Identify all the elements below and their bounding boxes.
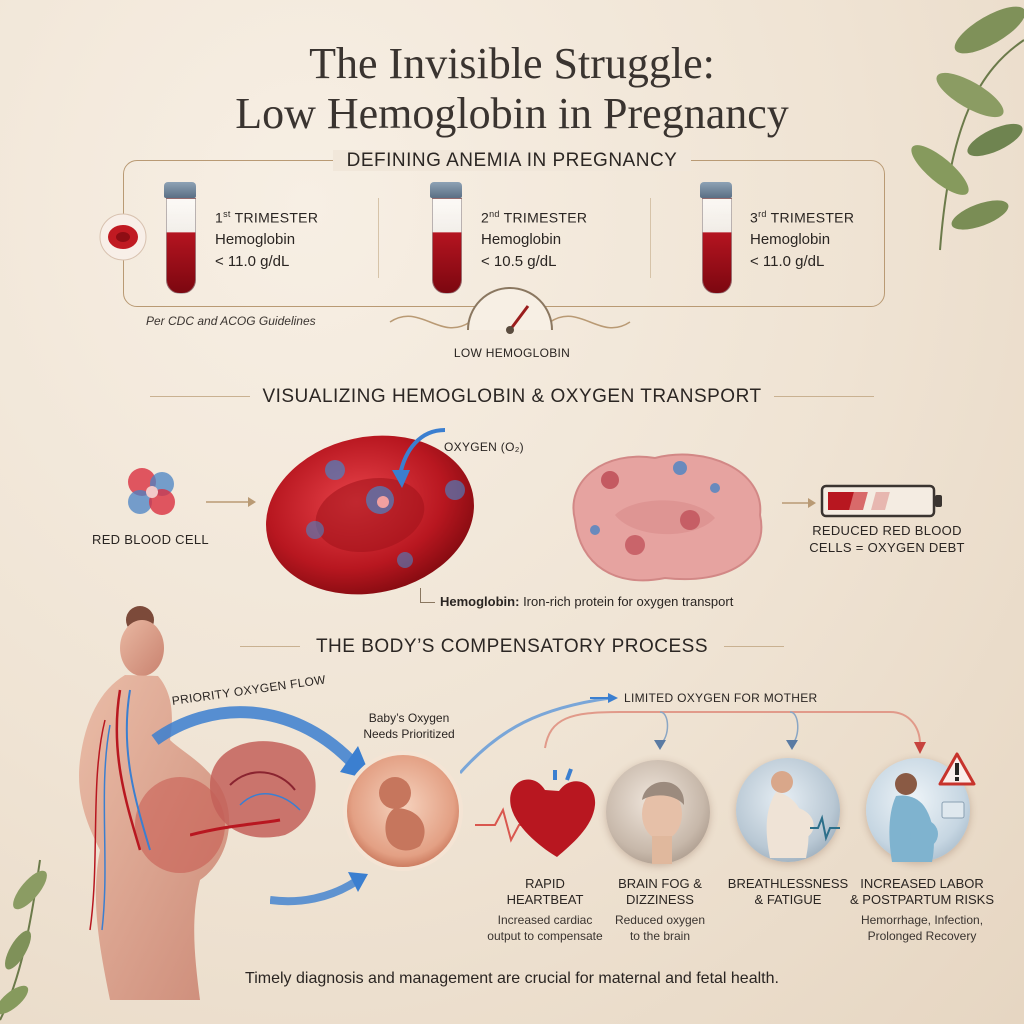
trimester-3-tube bbox=[700, 182, 732, 294]
oxygen-arrow-icon bbox=[392, 428, 446, 488]
red-blood-cell-large bbox=[266, 435, 474, 595]
leaf-icon bbox=[13, 870, 47, 910]
page-title-line2: Low Hemoglobin in Pregnancy bbox=[235, 89, 789, 138]
labor-risk-portrait bbox=[866, 758, 970, 862]
hospital-patient-icon bbox=[889, 773, 965, 862]
page-title-line1: The Invisible Struggle: bbox=[309, 39, 715, 88]
hemoglobin-molecule-icon bbox=[128, 468, 175, 515]
trimester-1-tube bbox=[164, 182, 196, 294]
battery-icon bbox=[820, 484, 942, 518]
divider bbox=[378, 198, 379, 278]
effect-labor-risk-sub: Hemorrhage, Infection, Prolonged Recover… bbox=[860, 913, 984, 943]
reduced-red-blood-cell bbox=[572, 453, 763, 582]
test-tube-icon bbox=[700, 182, 732, 198]
leaf-icon bbox=[936, 72, 1004, 118]
effect-heartbeat-title: RAPID HEARTBEAT bbox=[506, 876, 584, 907]
reduced-rbc-label: REDUCED RED BLOOD CELLS = OXYGEN DEBT bbox=[809, 523, 965, 555]
leaf-icon bbox=[967, 123, 1023, 157]
effect-labor-risk-title: INCREASED LABOR & POSTPARTUM RISKS bbox=[850, 876, 994, 907]
leaf-branch-bottom-left bbox=[0, 859, 47, 1021]
leaf-icon bbox=[911, 145, 969, 195]
hemoglobin-definition: Hemoglobin: Iron-rich protein for oxygen… bbox=[440, 594, 734, 609]
breathlessness-portrait bbox=[736, 758, 840, 862]
effect-breathlessness-title: BREATHLESSNESS & FATIGUE bbox=[727, 876, 849, 907]
effect-heartbeat-sub: Increased cardiac output to compensate bbox=[487, 913, 603, 943]
gauge-icon bbox=[389, 287, 631, 334]
warning-icon bbox=[938, 752, 976, 786]
trimester-3-text: 3rd TRIMESTER Hemoglobin < 11.0 g/dL bbox=[750, 209, 855, 270]
gauge-label: LOW HEMOGLOBIN bbox=[453, 346, 571, 360]
placenta-illustration bbox=[190, 741, 316, 838]
leaf-icon bbox=[5, 930, 31, 970]
arrow-right-icon bbox=[782, 498, 816, 508]
return-flow-arrow bbox=[270, 872, 368, 906]
baby-oxygen-label: Baby’s Oxygen Needs Prioritized bbox=[363, 711, 455, 741]
callout-line bbox=[420, 588, 435, 603]
test-tube-icon bbox=[164, 182, 196, 198]
trimester-1-text: 1st TRIMESTER Hemoglobin < 11.0 g/dL bbox=[215, 209, 319, 270]
divider bbox=[774, 396, 874, 397]
limited-oxygen-arrows bbox=[460, 693, 926, 774]
section2-heading: VISUALIZING HEMOGLOBIN & OXYGEN TRANSPOR… bbox=[262, 386, 762, 407]
divider bbox=[240, 646, 300, 647]
brain-fog-portrait bbox=[606, 760, 710, 864]
pregnant-woman-fatigue-icon bbox=[766, 771, 840, 858]
test-tube-icon bbox=[430, 182, 462, 198]
leaf-icon bbox=[951, 200, 1009, 230]
limited-oxygen-label: LIMITED OXYGEN FOR MOTHER bbox=[624, 691, 818, 705]
trimester-2-text: 2nd TRIMESTER Hemoglobin < 10.5 g/dL bbox=[481, 209, 588, 270]
footer-note: Timely diagnosis and management are cruc… bbox=[245, 970, 779, 987]
trimester-2-tube bbox=[430, 182, 462, 294]
effect-brain-fog-sub: Reduced oxygen to the brain bbox=[614, 913, 706, 943]
leaf-icon bbox=[954, 6, 1024, 54]
guideline-source: Per CDC and ACOG Guidelines bbox=[146, 314, 316, 328]
pregnant-woman-figure bbox=[79, 606, 230, 1000]
red-blood-cell-icon bbox=[99, 213, 147, 261]
divider bbox=[724, 646, 784, 647]
fetus-icon bbox=[343, 751, 463, 871]
woman-face-icon bbox=[642, 781, 685, 864]
leaf-icon bbox=[0, 985, 29, 1015]
effect-brain-fog-title: BRAIN FOG & DIZZINESS bbox=[618, 876, 702, 907]
section3-heading: THE BODY’S COMPENSATORY PROCESS bbox=[315, 636, 709, 657]
section1-heading: DEFINING ANEMIA IN PREGNANCY bbox=[0, 150, 1024, 172]
arrow-right-icon bbox=[206, 497, 256, 507]
rbc-label: RED BLOOD CELL bbox=[92, 532, 209, 547]
divider bbox=[150, 396, 250, 397]
divider bbox=[650, 198, 651, 278]
oxygen-label: OXYGEN (O₂) bbox=[444, 440, 524, 454]
heart-icon bbox=[475, 768, 596, 857]
leaf-branch-top-right bbox=[911, 6, 1024, 251]
